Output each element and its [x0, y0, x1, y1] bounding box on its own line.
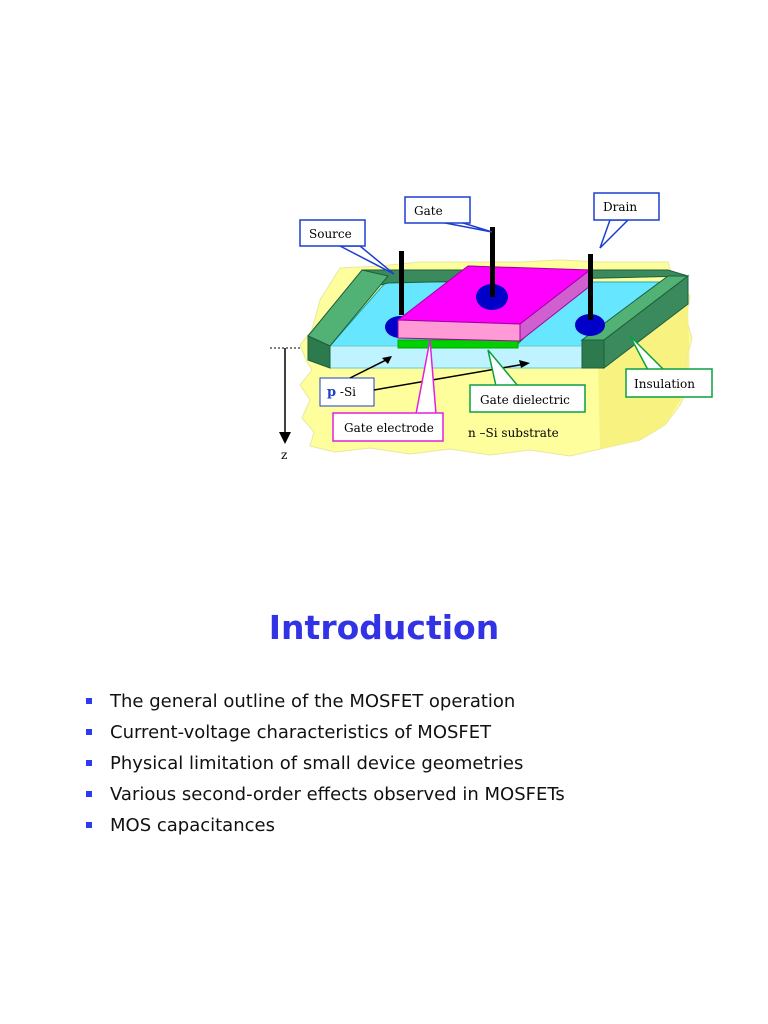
list-item: The general outline of the MOSFET operat…: [86, 689, 565, 720]
p-si-callout: [319, 377, 375, 407]
p-si-label: p -Si: [327, 385, 356, 400]
bullet-marker: [86, 791, 92, 797]
list-item: Current-voltage characteristics of MOSFE…: [86, 720, 565, 751]
source-callout: [299, 219, 366, 247]
list-item: Various second-order effects observed in…: [86, 782, 565, 813]
insulation-callout-label: Insulation: [634, 377, 695, 391]
slide-title: Introduction: [268, 608, 500, 647]
bullet-text: The general outline of the MOSFET operat…: [110, 691, 516, 712]
bullet-list: The general outline of the MOSFET operat…: [86, 689, 565, 844]
list-item: Physical limitation of small device geom…: [86, 751, 565, 782]
gate-dielectric-label: Gate dielectric: [480, 393, 570, 407]
bullet-marker: [86, 822, 92, 828]
list-item: MOS capacitances: [86, 813, 565, 844]
gate-electrode-label: Gate electrode: [344, 421, 434, 435]
insulation-left-front: [307, 335, 331, 369]
gate-electrode-front: [397, 319, 521, 342]
insulation-right-front: [581, 339, 605, 369]
gate-dielectric-callout: [469, 384, 586, 413]
z-axis-arrow: [279, 432, 291, 444]
gate-electrode-callout: [332, 412, 444, 442]
bullet-marker: [86, 698, 92, 704]
gate-callout: [404, 196, 471, 224]
p-si-arrow-left: [349, 357, 391, 379]
drain-contact: [575, 314, 605, 336]
gate-callout-label: Gate: [414, 204, 443, 218]
insulation-callout: [625, 368, 713, 398]
source-callout-label: Source: [309, 227, 352, 241]
substrate-label: n –Si substrate: [468, 426, 559, 440]
bullet-text: Various second-order effects observed in…: [110, 784, 565, 805]
drain-callout: [593, 192, 660, 221]
bullet-marker: [86, 729, 92, 735]
drain-post: [588, 254, 593, 320]
bullet-marker: [86, 760, 92, 766]
bullet-text: MOS capacitances: [110, 815, 275, 836]
drain-callout-label: Drain: [603, 200, 637, 214]
z-axis-label: z: [281, 448, 287, 462]
mosfet-diagram: z Gate Drain Source Insulation p -Si Gat…: [270, 192, 713, 462]
bullet-text: Current-voltage characteristics of MOSFE…: [110, 722, 492, 743]
bullet-text: Physical limitation of small device geom…: [110, 753, 524, 774]
source-post: [399, 251, 404, 315]
gate-post: [490, 227, 495, 297]
